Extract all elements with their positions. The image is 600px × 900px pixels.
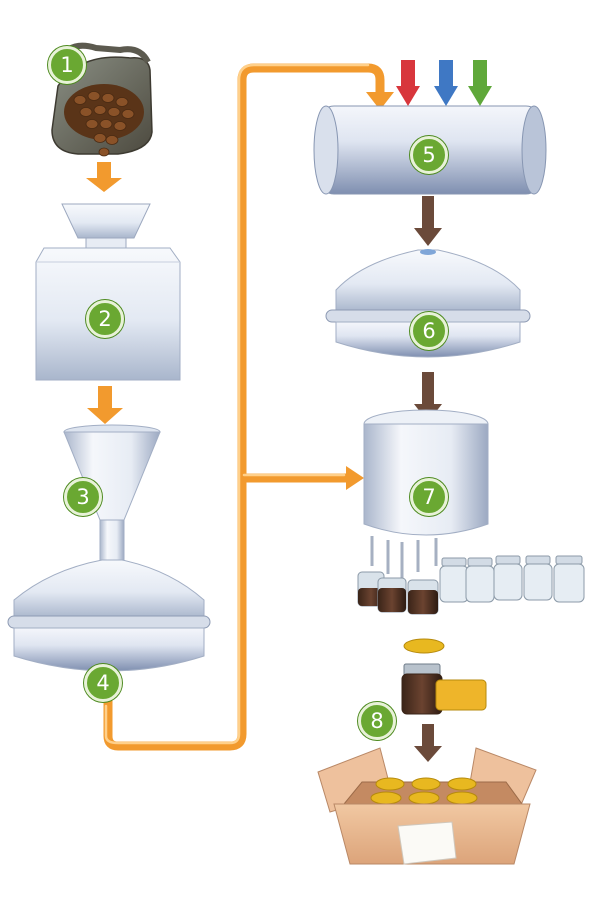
coffee-bean-icon — [73, 91, 135, 157]
capping-station — [401, 663, 487, 715]
step-badge: 4 — [84, 664, 122, 702]
jar-icon — [377, 577, 407, 613]
jar-icon — [407, 579, 439, 615]
step-badge: 7 — [410, 478, 448, 516]
step-badge: 2 — [86, 300, 124, 338]
arrow-down-icon — [414, 196, 442, 246]
arrow-down-icon — [414, 724, 442, 762]
coffee-bean-sack — [51, 42, 153, 157]
jar-icon — [465, 557, 495, 603]
ingredient-input-arrows — [396, 60, 492, 106]
arrow-down-icon — [396, 60, 420, 106]
step-badge: 5 — [410, 136, 448, 174]
grinder-hopper — [63, 424, 161, 561]
step-badge: 1 — [48, 46, 86, 84]
arrow-down-icon — [366, 92, 394, 110]
step-badge: 8 — [358, 702, 396, 740]
jar-icon — [439, 557, 469, 603]
arrow-down-icon — [86, 162, 122, 192]
jar-icon — [553, 555, 585, 603]
flow-pipe — [103, 63, 385, 751]
step-badge: 3 — [64, 478, 102, 516]
step-badge: 6 — [410, 312, 448, 350]
packing-box — [317, 747, 537, 865]
jar-row — [357, 555, 585, 615]
extraction-tank — [7, 559, 211, 672]
arrow-right-icon — [346, 466, 364, 490]
jar-icon — [523, 555, 553, 601]
roaster — [35, 203, 181, 381]
jar-lid-icon — [403, 638, 445, 654]
arrow-down-icon — [434, 60, 458, 106]
flow-pipe-highlight — [104, 63, 370, 745]
arrow-down-icon — [87, 386, 123, 424]
arrow-down-icon — [468, 60, 492, 106]
jar-icon — [493, 555, 523, 601]
